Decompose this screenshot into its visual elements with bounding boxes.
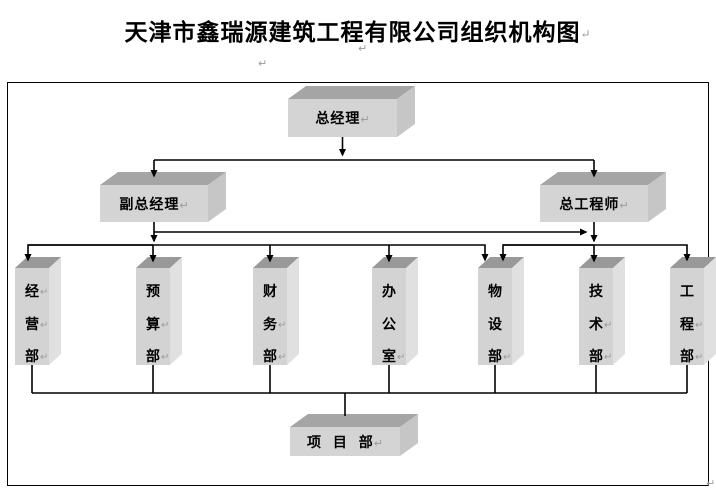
vertical-char: 算↵ [146,315,170,332]
node-project-dept: 项 目 部↵ [290,413,418,456]
box-side-face [512,257,524,365]
box-top-face [290,414,418,427]
vertical-char: 预 [146,283,160,299]
box-front-face: 办公室↵ [372,268,406,365]
node-label: 总工程师↵ [559,195,629,212]
node-general-manager: 总经理↵ [288,85,415,137]
vertical-char: 部↵ [589,348,613,364]
box-side-face [406,257,418,365]
box-front-face: 财务↵ 部↵ [253,268,287,365]
pilcrow-mark: ↵ [358,43,368,55]
pilcrow-mark: ↵ [397,352,406,363]
node-label: 项 目 部↵ [307,433,383,450]
pilcrow-mark: ↵ [278,352,287,363]
pilcrow-mark: ↵ [360,114,370,126]
pilcrow-mark: ↵ [258,58,268,70]
node-business-dept: 经↵ 营↵ 部↵ [15,257,62,365]
vertical-char: 室↵ [382,348,406,364]
vertical-char: 物 [488,283,502,299]
pilcrow-mark: ↵ [619,199,629,212]
pilcrow-mark: ↵ [580,27,592,41]
vertical-char: 办 [382,283,396,299]
pilcrow-mark: ↵ [40,287,49,298]
vertical-char: 部↵ [680,348,704,364]
vertical-char: 经↵ [25,283,49,299]
box-front-face: 副总经理↵ [100,185,208,222]
node-deputy-general-manager: 副总经理↵ [100,171,226,222]
node-label: 副总经理↵ [119,195,189,212]
box-front-face: 经↵ 营↵ 部↵ [15,268,49,365]
vertical-char: 术↵ [589,315,613,332]
box-front-face: 项 目 部↵ [290,427,400,456]
vertical-char: 工 [680,283,694,299]
node-technology-dept: 技术↵ 部↵ [579,257,626,365]
pilcrow-mark: ↵ [706,478,716,490]
vertical-char: 部↵ [488,348,512,364]
pilcrow-mark: ↵ [40,352,49,363]
pilcrow-mark: ↵ [695,352,704,363]
box-top-face [100,172,226,185]
pilcrow-mark: ↵ [604,319,613,331]
box-front-face: 总工程师↵ [540,185,648,222]
node-office: 办公室↵ [372,257,419,365]
box-front-face: 预算↵ 部↵ [136,268,170,365]
box-side-face [170,257,182,365]
box-front-face: 工程↵ 部↵ [670,268,704,365]
vertical-char: 设 [488,315,502,332]
box-side-face [287,257,299,365]
box-front-face: 技术↵ 部↵ [579,268,613,365]
box-top-face [288,86,415,99]
pilcrow-mark: ↵ [161,319,170,331]
pilcrow-mark: ↵ [695,319,704,331]
node-engineering-dept: 工程↵ 部↵ [670,257,716,365]
vertical-char: 程↵ [680,315,704,332]
pilcrow-mark: ↵ [373,437,383,450]
box-top-face [540,172,666,185]
pilcrow-mark: ↵ [278,319,287,331]
box-front-face: 物设部↵ [478,268,512,365]
node-budget-dept: 预算↵ 部↵ [136,257,183,365]
pilcrow-mark: ↵ [40,319,49,331]
vertical-char: 公 [382,315,396,332]
node-finance-dept: 财务↵ 部↵ [253,257,300,365]
pilcrow-mark: ↵ [503,352,512,363]
box-front-face: 总经理↵ [288,99,397,137]
node-chief-engineer: 总工程师↵ [540,171,666,222]
vertical-char: 务↵ [263,315,287,332]
vertical-char: 部↵ [263,348,287,364]
box-side-face [613,257,625,365]
box-side-face [49,257,61,365]
vertical-char: 技 [589,283,603,299]
pilcrow-mark: ↵ [161,352,170,363]
vertical-char: 财 [263,283,277,299]
page-title: 天津市鑫瑞源建筑工程有限公司组织机构图↵ [124,20,592,45]
pilcrow-mark: ↵ [604,352,613,363]
vertical-char: 部↵ [25,348,49,364]
box-side-face [704,257,716,365]
node-label: 总经理↵ [315,110,370,126]
node-materials-equipment-dept: 物设部↵ [478,257,525,365]
vertical-char: 部↵ [146,348,170,364]
pilcrow-mark: ↵ [179,199,189,212]
vertical-char: 营↵ [25,315,49,332]
